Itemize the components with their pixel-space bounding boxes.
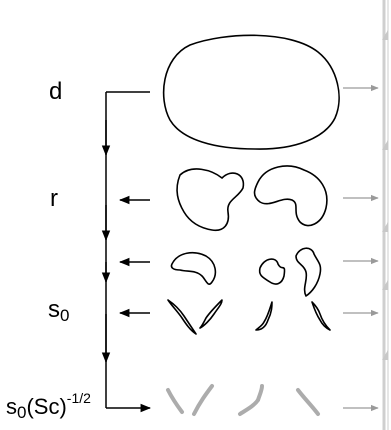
label-s0-sc: s0(Sc)-1/2: [6, 396, 91, 418]
label-d: d: [49, 80, 62, 104]
initial-blob: [164, 35, 339, 149]
grey-arrows: [343, 88, 378, 408]
blob-shapes: [164, 35, 339, 334]
sc-filament-2: [194, 386, 212, 414]
s0-filament-left-b: [200, 300, 222, 328]
s0-filament-mid: [256, 302, 272, 330]
sc-filament-5: [298, 390, 318, 414]
mid-blob-right: [296, 248, 321, 296]
right-edge-strip: [382, 0, 388, 430]
s0-filament-left-a: [168, 300, 196, 334]
sc-filament-3: [240, 400, 258, 414]
r-blob-right: [255, 166, 327, 226]
mid-blob-center: [260, 259, 285, 284]
r-blob-left: [177, 169, 243, 230]
sc-filaments: [168, 386, 318, 414]
cascade-arrows: [106, 92, 150, 408]
mid-blob-left: [171, 253, 215, 284]
label-s0: s0: [48, 298, 69, 322]
sc-filament-4: [258, 386, 262, 400]
label-r: r: [50, 187, 58, 211]
sc-filament-1: [168, 390, 182, 412]
s0-filament-right: [312, 302, 330, 330]
